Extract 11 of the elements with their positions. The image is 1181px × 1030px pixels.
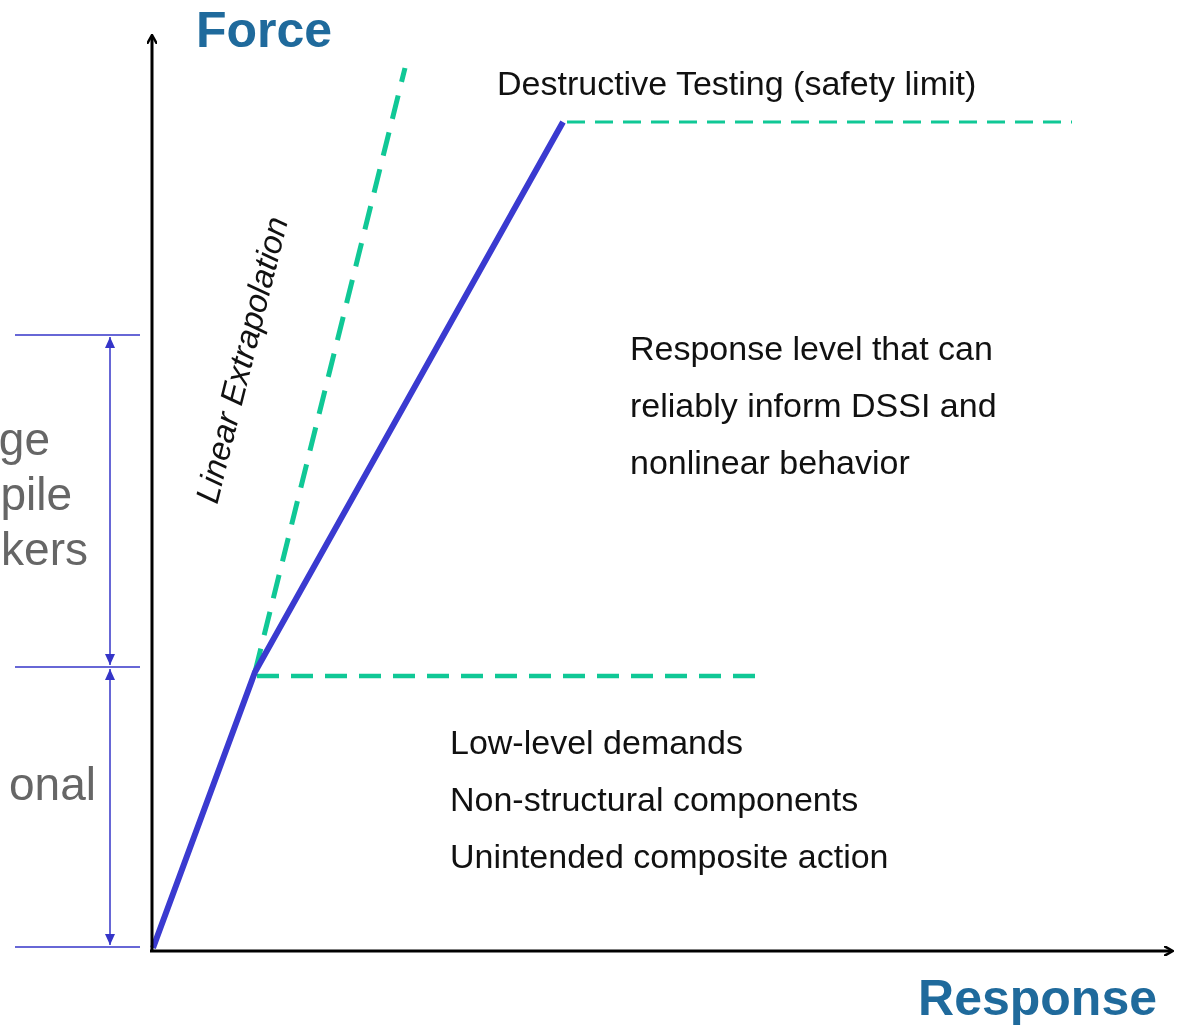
- range-label: pile: [0, 467, 72, 522]
- axis-label: Response: [918, 969, 1157, 1028]
- annotation-text: Non-structural components: [450, 779, 859, 820]
- range-label: onal: [9, 757, 96, 812]
- range-label: kers: [1, 522, 88, 577]
- axis-label: Force: [196, 1, 333, 60]
- annotation-text: Unintended composite action: [450, 836, 889, 877]
- annotation-text: Response level that can reliably inform DSSI and nonlinear behavior: [630, 328, 998, 483]
- annotation-text: Destructive Testing (safety limit): [497, 63, 977, 104]
- annotation-text: Low-level demands: [450, 722, 743, 763]
- range-label: ge: [0, 412, 50, 467]
